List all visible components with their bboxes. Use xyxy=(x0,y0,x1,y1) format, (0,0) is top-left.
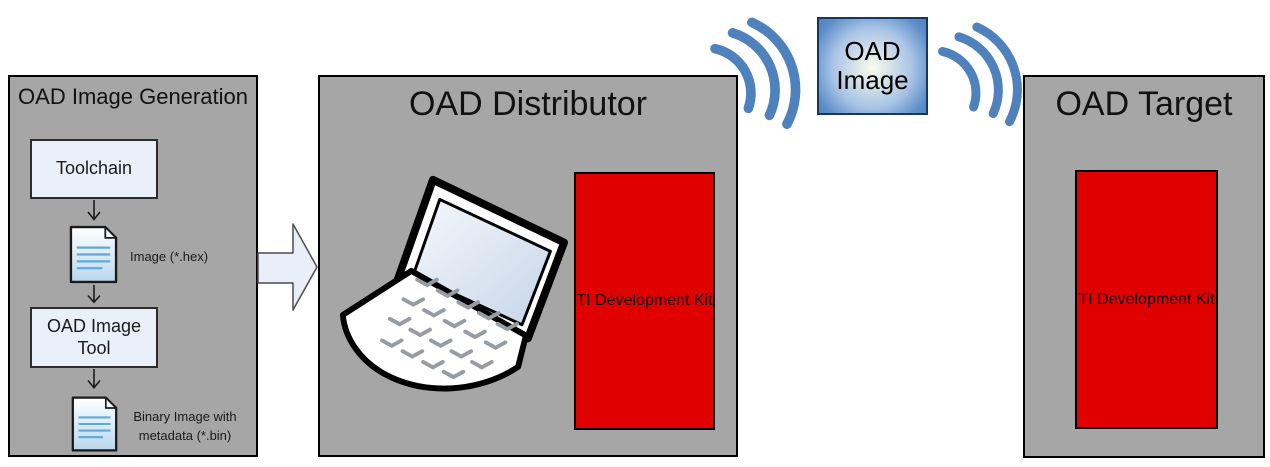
oad-image-payload-box: OAD Image xyxy=(817,17,928,115)
ti-development-kit-label: TI Development Kit xyxy=(576,292,713,310)
ti-development-kit-box: TI Development Kit xyxy=(574,172,715,430)
oad-image-tool-label: OAD Image Tool xyxy=(46,315,142,358)
ti-development-kit-label: TI Development Kit xyxy=(1078,290,1215,308)
oad-image-tool-box: OAD Image Tool xyxy=(30,307,158,368)
flow-arrow-tool-to-bin xyxy=(87,369,101,389)
toolchain-box: Toolchain xyxy=(30,139,158,199)
hex-file-label: Image (*.hex) xyxy=(130,249,209,264)
oad-image-generation-title: OAD Image Generation xyxy=(18,84,248,109)
laptop-keyboard-deck xyxy=(339,267,529,392)
flow-arrow-hex-to-tool xyxy=(87,285,101,304)
laptop-icon xyxy=(339,175,569,392)
wireless-signal-icon-left xyxy=(710,17,801,129)
oad-image-generation-panel: OAD Image Generation Toolchain Image (*.… xyxy=(8,75,258,457)
oad-target-panel: OAD Target TI Development Kit xyxy=(1023,75,1265,458)
bin-file-icon xyxy=(71,396,118,452)
hex-file-icon xyxy=(69,225,118,284)
oad-target-title: OAD Target xyxy=(1055,85,1233,123)
laptop-keys xyxy=(380,277,520,380)
oad-image-payload-label: OAD Image xyxy=(836,35,909,95)
bin-file-label: Binary Image with metadata (*.bin) xyxy=(133,409,237,443)
ti-development-kit-box: TI Development Kit xyxy=(1075,170,1218,429)
flow-arrow-toolchain-to-hex xyxy=(87,200,101,221)
generation-to-distributor-arrow xyxy=(257,223,318,311)
laptop-screen xyxy=(411,197,552,327)
oad-distributor-panel: OAD Distributor TI Development Kit xyxy=(318,75,738,457)
wireless-signal-icon-right xyxy=(938,22,1022,127)
toolchain-label: Toolchain xyxy=(55,158,133,179)
oad-distributor-title: OAD Distributor xyxy=(408,85,648,123)
